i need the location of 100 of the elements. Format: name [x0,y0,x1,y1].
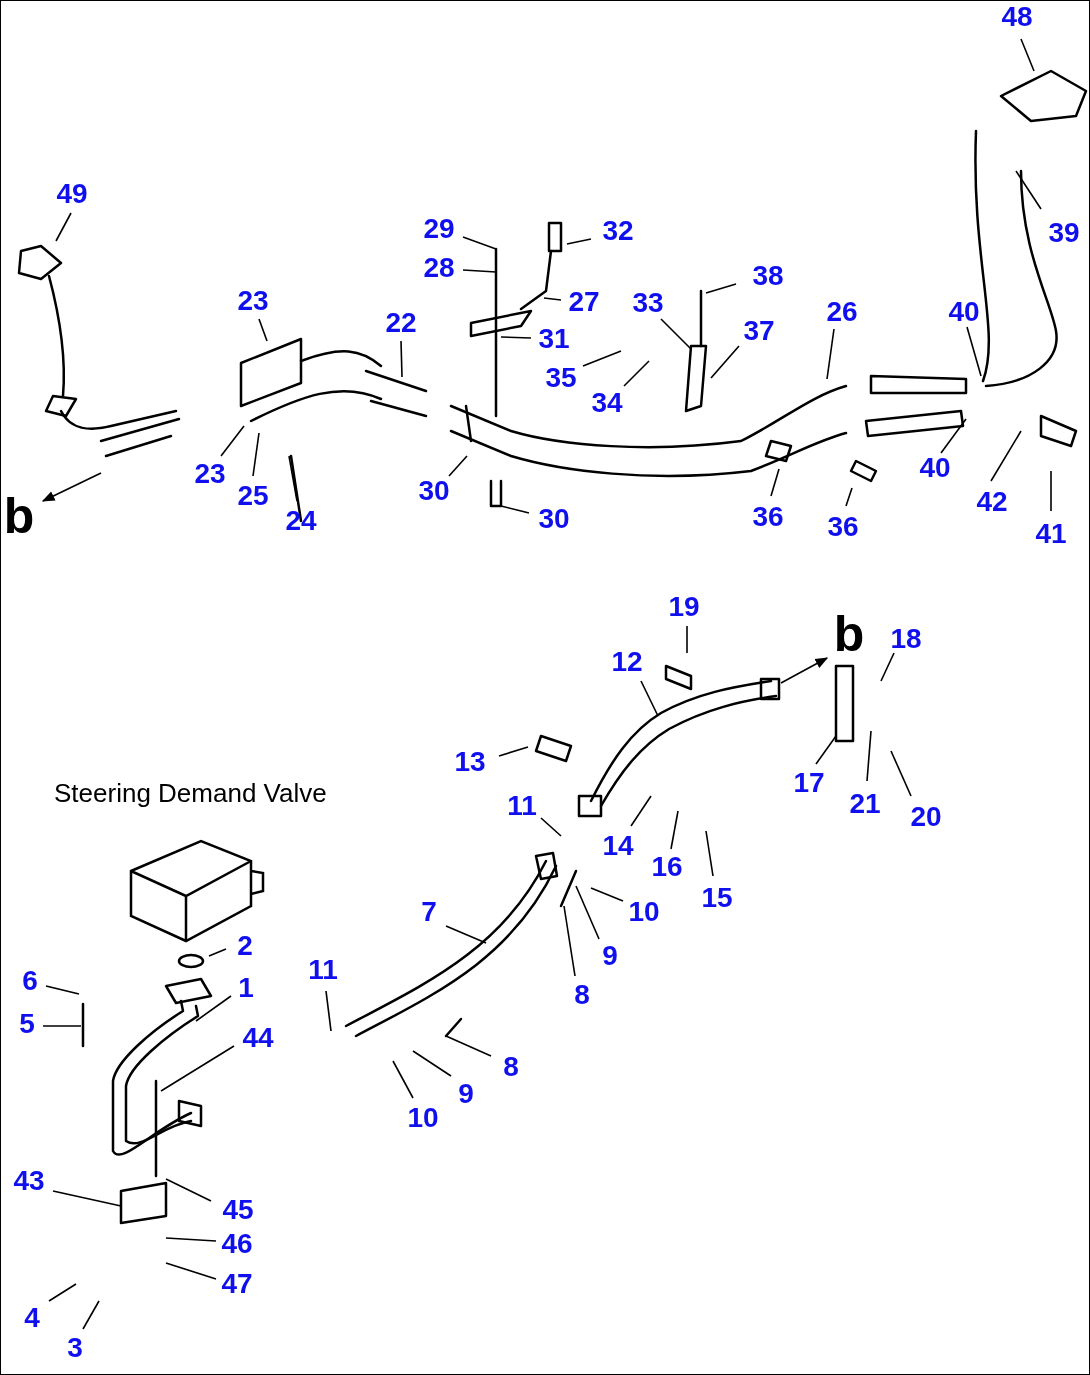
callout-number: 16 [651,852,683,882]
callout-number: 39 [1048,218,1080,248]
leader-line [566,238,592,245]
leader-line [45,985,80,995]
callout-number: 11 [308,955,338,985]
leader-line [48,1283,77,1302]
leader-line [705,830,714,877]
callout-number: 13 [454,747,486,777]
leader-line [1050,470,1052,512]
callout-number: 11 [507,791,537,821]
callout-number: 5 [19,1009,35,1039]
callout-number: 12 [611,647,643,677]
leader-line [82,1300,100,1330]
callout-number: 40 [948,297,980,327]
leader-line [165,1237,217,1242]
leader-line [866,730,872,782]
callout-number: 6 [22,966,38,996]
leader-line [815,735,837,765]
leader-line [412,1050,452,1077]
leader-line [590,887,624,902]
component-label: Steering Demand Valve [54,778,327,809]
leader-line [880,652,895,682]
callout-number: 8 [503,1052,519,1082]
leader-line [710,345,740,379]
leader-line [845,487,853,507]
callout-number: 3 [67,1333,83,1363]
callout-number: 20 [910,802,942,832]
callout-number: 41 [1035,519,1067,549]
leader-line [325,990,332,1032]
leader-line [966,326,982,377]
leader-line [543,297,562,301]
callout-number: 34 [591,388,623,418]
callout-number: 31 [538,324,570,354]
callout-number: 37 [743,316,775,346]
callout-number: 19 [668,592,700,622]
connection-mark: b [833,609,865,659]
leader-line [826,328,835,380]
leader-line [258,318,268,342]
callout-number: 22 [385,308,417,338]
leader-line [770,468,780,497]
leader-line [42,1025,82,1027]
leader-line [220,425,245,457]
callout-number: 40 [919,453,951,483]
leader-line [165,1178,212,1202]
leader-line [445,925,487,944]
leader-line [288,455,298,502]
callout-number: 4 [24,1303,40,1333]
leader-line [660,318,692,350]
callout-number: 26 [826,297,858,327]
callout-number: 21 [849,789,881,819]
callout-number: 7 [421,897,437,927]
callout-number: 36 [827,512,859,542]
callout-number: 36 [752,502,784,532]
leader-line [575,885,600,940]
callout-number: 33 [632,288,664,318]
leader-line [705,283,737,294]
leader-line [686,625,688,654]
leader-line [990,430,1022,482]
callout-number: 9 [602,941,618,971]
callout-number: 42 [976,487,1008,517]
callout-number: 17 [793,768,825,798]
callout-number: 49 [56,179,88,209]
callout-number: 45 [222,1195,254,1225]
leader-line [400,340,403,378]
callout-number: 25 [237,481,269,511]
leader-line [462,269,497,273]
callout-number: 47 [221,1269,253,1299]
leader-line [540,817,562,837]
callout-number: 35 [545,363,577,393]
leader-line [940,418,967,454]
leader-line [252,432,260,477]
callout-number: 18 [890,624,922,654]
leader-line [462,236,497,250]
callout-number: 9 [458,1079,474,1109]
callout-number: 48 [1001,2,1033,32]
callout-number: 1 [238,973,254,1003]
connection-mark: b [3,491,35,541]
leader-line [630,795,652,827]
leader-line [500,336,532,339]
callout-number: 10 [628,897,660,927]
callout-number: 23 [194,459,226,489]
leader-line [1020,38,1035,72]
leader-line [52,1190,122,1207]
leader-line [500,505,530,514]
arrow [41,472,102,502]
callout-number: 14 [602,831,634,861]
callout-number: 38 [752,261,784,291]
callout-number: 43 [13,1166,45,1196]
callout-number: 8 [574,980,590,1010]
leader-line [160,1045,235,1092]
leader-line [498,746,529,757]
callout-number: 29 [423,214,455,244]
leader-line [890,750,912,797]
leader-line [1015,170,1042,210]
callout-number: 46 [221,1229,253,1259]
leader-line [445,1035,492,1057]
leader-line [670,810,679,850]
callout-number: 2 [237,931,253,961]
leader-line [165,1262,217,1280]
leader-line [582,350,622,367]
